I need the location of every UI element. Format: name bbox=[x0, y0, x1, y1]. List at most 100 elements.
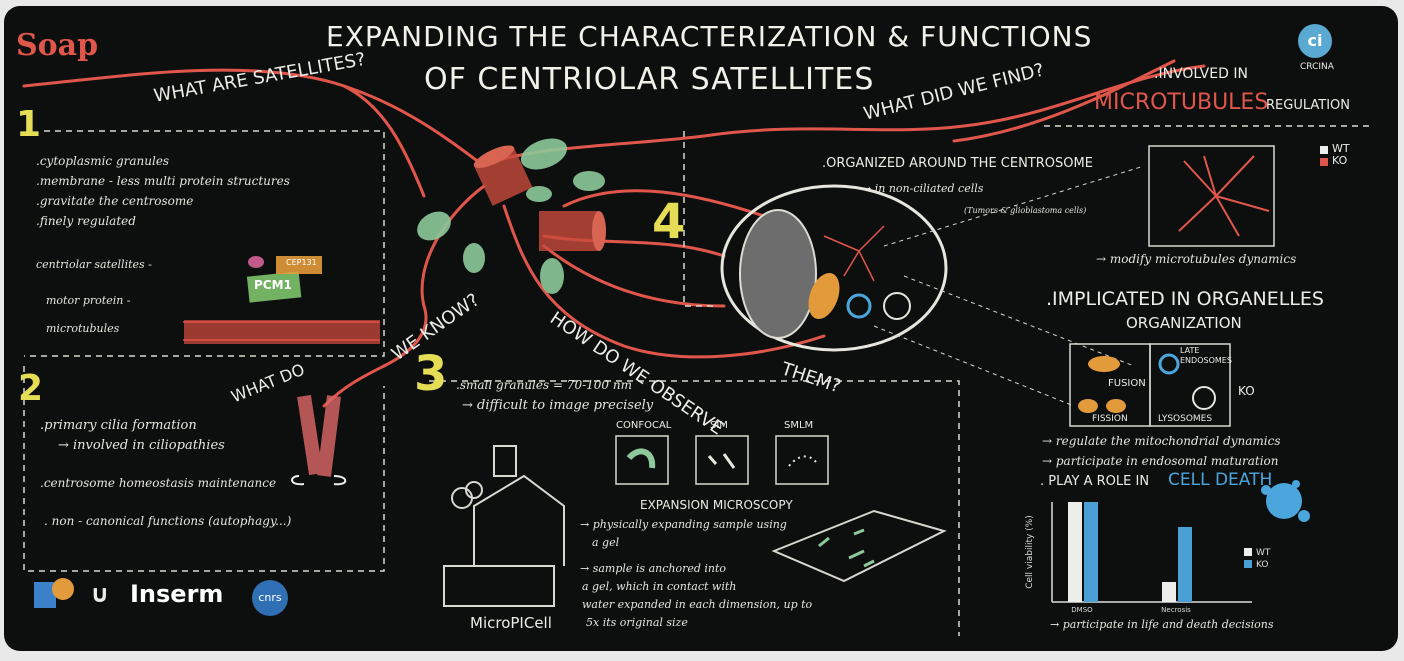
exp-line1: → physically expanding sample using bbox=[580, 518, 787, 531]
section1-box bbox=[24, 130, 385, 357]
bar-ko-necrosis bbox=[1178, 527, 1192, 602]
section3-number: 3 bbox=[414, 346, 448, 402]
aster bbox=[1178, 155, 1270, 237]
mitochondrion bbox=[808, 272, 840, 320]
cell-death-icon bbox=[1261, 480, 1310, 522]
exp-line6: 5x its original size bbox=[586, 616, 688, 629]
legend-label-wt: WT bbox=[1256, 548, 1271, 558]
section2-line3: .centrosome homeostasis maintenance bbox=[40, 476, 277, 490]
wt-swatch bbox=[1320, 146, 1328, 154]
legend-swatch-wt bbox=[1244, 548, 1252, 556]
red-tentacle-1 bbox=[22, 68, 486, 168]
modify-text: → modify microtubules dynamics bbox=[1096, 252, 1297, 266]
partner-logo-icon bbox=[34, 582, 56, 608]
cell-death-text: CELL DEATH bbox=[1168, 470, 1273, 490]
page-title-line2: OF CENTRIOLAR SATELLITES bbox=[424, 62, 875, 97]
ko-legend: KO bbox=[1332, 154, 1348, 167]
section1-line2: .membrane - less multi protein structure… bbox=[36, 174, 290, 188]
bar-wt-dmso bbox=[1068, 502, 1082, 602]
chalkboard: Soap EXPANDING THE CHARACTERIZATION & FU… bbox=[4, 6, 1398, 651]
x-tick-label: Necrosis bbox=[1161, 606, 1191, 614]
microtubule-rod bbox=[184, 320, 380, 344]
cell-outline bbox=[720, 184, 948, 352]
exp-line2: a gel bbox=[592, 536, 620, 549]
section3-box bbox=[429, 380, 960, 636]
bar-ko-dmso bbox=[1084, 502, 1098, 602]
wt-legend: WT bbox=[1332, 142, 1350, 155]
play-role-text: . PLAY A ROLE IN bbox=[1040, 474, 1150, 489]
micropicell-logo: MicroPICell bbox=[470, 614, 552, 632]
crcina-logo-icon: ci bbox=[1298, 24, 1332, 58]
partner-logo-icon-2 bbox=[52, 578, 74, 600]
aster-box bbox=[1148, 145, 1275, 247]
red-tentacle-3 bbox=[482, 64, 1206, 168]
non-ciliated-text: → in non-ciliated cells bbox=[862, 182, 984, 195]
microtubules-text: MICROTUBULES bbox=[1094, 90, 1269, 115]
label-centriolar-satellites: centriolar satellites - bbox=[36, 258, 152, 271]
organized-text: .ORGANIZED AROUND THE CENTROSOME bbox=[822, 156, 1093, 171]
chalk-drawings bbox=[22, 59, 1374, 636]
cell-viability-chart: Cell viability (%) DMSO Necrosis WT KO bbox=[1025, 502, 1271, 614]
red-tentacle-9 bbox=[562, 189, 766, 218]
inserm-logo: Inserm bbox=[130, 580, 224, 608]
section1-number: 1 bbox=[16, 104, 42, 145]
lysosomes-label: LYSOSOMES bbox=[1158, 414, 1213, 424]
nantes-logo-icon: ∪ bbox=[90, 580, 110, 608]
fusion-label: FUSION bbox=[1108, 378, 1146, 389]
exp-line3: → sample is anchored into bbox=[580, 562, 727, 575]
legend-label-ko: KO bbox=[1256, 560, 1269, 570]
nucleus bbox=[739, 209, 817, 339]
microscope bbox=[443, 445, 565, 607]
section4-number: 4 bbox=[652, 194, 686, 250]
legend-swatch-ko bbox=[1244, 560, 1252, 568]
cep131-label: CEP131 bbox=[286, 258, 317, 267]
smlm-label: SMLM bbox=[784, 420, 814, 431]
cells-text: (Tumors & glioblastoma cells) bbox=[964, 206, 1087, 215]
centriole-2 bbox=[539, 211, 606, 251]
regulate-text: → regulate the mitochondrial dynamics bbox=[1042, 434, 1281, 448]
exp-line4: a gel, which in contact with bbox=[582, 580, 737, 593]
life-death-text: → participate in life and death decision… bbox=[1050, 618, 1274, 631]
page-title-line1: EXPANDING THE CHARACTERIZATION & FUNCTIO… bbox=[326, 20, 1093, 53]
fission-label: FISSION bbox=[1092, 414, 1128, 424]
label-microtubules: microtubules bbox=[46, 322, 120, 335]
ko-swatch bbox=[1320, 158, 1328, 166]
section2-line2: → involved in ciliopathies bbox=[58, 438, 225, 453]
regulation-text: REGULATION bbox=[1266, 98, 1350, 113]
label-motor-protein: motor protein - bbox=[46, 294, 131, 307]
cnrs-logo: cnrs bbox=[252, 580, 288, 616]
organization-text: ORGANIZATION bbox=[1126, 314, 1242, 332]
bar-wt-necrosis bbox=[1162, 582, 1176, 602]
section3-line2: → difficult to image precisely bbox=[462, 398, 654, 413]
implicated-text: .IMPLICATED IN ORGANELLES bbox=[1046, 288, 1324, 310]
crcina-text: CRCINA bbox=[1300, 62, 1334, 72]
pcm1-label: PCM1 bbox=[254, 278, 292, 292]
soap-logo: Soap bbox=[16, 28, 99, 63]
late-endosomes-label: LATE ENDOSOMES bbox=[1180, 346, 1232, 365]
centriole-1 bbox=[473, 145, 533, 206]
sim-label: SIM bbox=[710, 420, 728, 431]
red-tentacle-6 bbox=[502, 204, 826, 359]
section2-line1: .primary cilia formation bbox=[40, 418, 197, 433]
y-axis-label: Cell viability (%) bbox=[1025, 515, 1035, 589]
participate-text: → participate in endosomal maturation bbox=[1042, 454, 1279, 468]
red-tentacle-8 bbox=[542, 244, 726, 308]
section3-line1: .small granules = 70-100 nm bbox=[456, 378, 632, 392]
involved-text: .INVOLVED IN bbox=[1154, 66, 1248, 82]
section2-box bbox=[23, 366, 385, 572]
section2-number: 2 bbox=[18, 368, 44, 409]
section1-line1: .cytoplasmic granules bbox=[36, 154, 170, 168]
ko-organelles-label: KO bbox=[1238, 384, 1255, 398]
x-tick-label: DMSO bbox=[1071, 606, 1093, 614]
red-tentacle-5 bbox=[382, 184, 486, 368]
cilium bbox=[297, 394, 341, 477]
red-tentacle-2 bbox=[342, 84, 426, 198]
confocal-label: CONFOCAL bbox=[616, 420, 672, 431]
exp-line5: water expanded in each dimension, up to bbox=[582, 598, 813, 611]
section2-line4: . non - canonical functions (autophagy..… bbox=[44, 514, 292, 528]
section1-line3: .gravitate the centrosome bbox=[36, 194, 194, 208]
red-tentacle-4 bbox=[952, 59, 1176, 143]
section4-box bbox=[683, 131, 714, 307]
section1-line4: .finely regulated bbox=[36, 214, 136, 228]
expansion-title: EXPANSION MICROSCOPY bbox=[640, 498, 793, 512]
